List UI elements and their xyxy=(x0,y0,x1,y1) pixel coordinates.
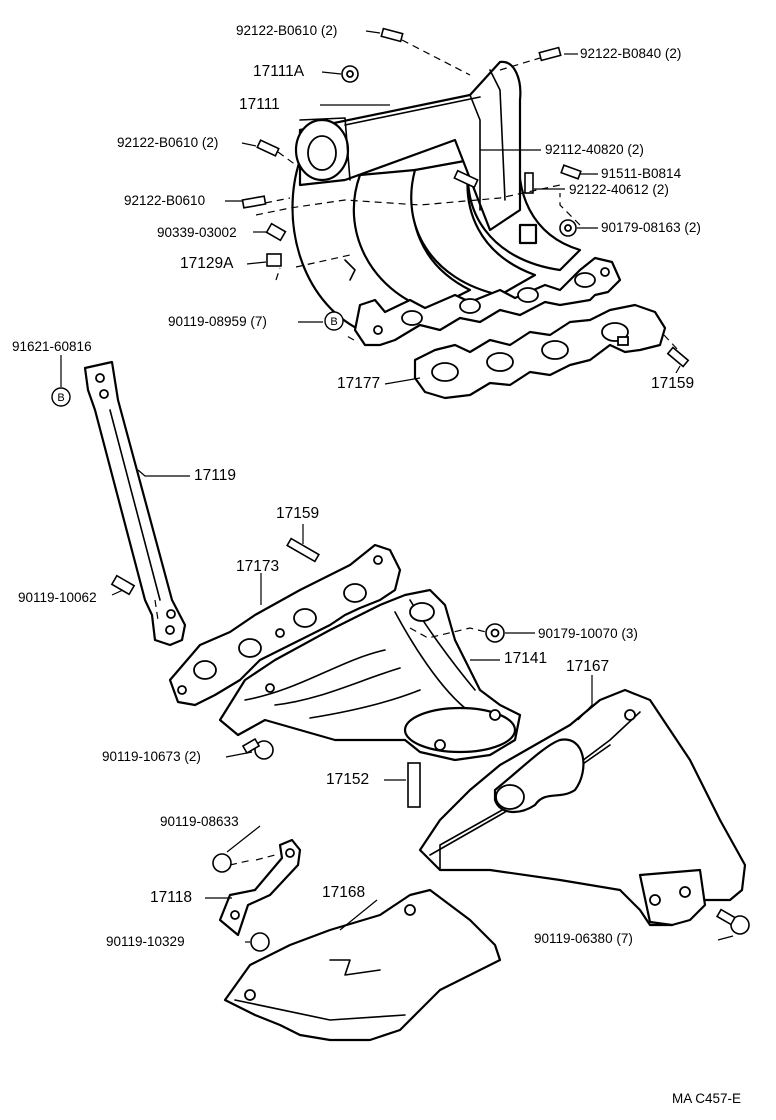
label-92122-b0610-top: 92122-B0610 (2) xyxy=(236,23,338,38)
part-90339-03002 xyxy=(265,222,287,242)
label-17173: 17173 xyxy=(236,558,280,575)
stud-92122-40612 xyxy=(524,172,534,194)
exhaust-gasket-17173 xyxy=(168,543,402,707)
label-90179-10070: 90179-10070 (3) xyxy=(538,626,638,641)
svg-text:B: B xyxy=(57,392,64,404)
bolt-91511-b0814 xyxy=(560,164,582,180)
label-17119: 17119 xyxy=(194,467,236,484)
exhaust-manifold-17141 xyxy=(218,588,522,762)
label-17168: 17168 xyxy=(322,884,366,901)
stud-92122-b0610-single xyxy=(241,195,267,209)
reference-circle-b-right: B xyxy=(324,311,344,331)
bolt-90119-10062 xyxy=(110,574,136,596)
label-90179-08163: 90179-08163 (2) xyxy=(601,220,701,235)
stud-92112-40820 xyxy=(453,169,479,189)
manifold-stay-17119 xyxy=(83,360,187,647)
label-92122-b0610-single: 92122-B0610 xyxy=(124,193,206,208)
stud-92122-b0610-top xyxy=(380,27,404,43)
stud-92122-b0610-mid xyxy=(256,139,280,157)
label-17129a: 17129A xyxy=(180,255,234,272)
label-17111: 17111 xyxy=(239,96,280,113)
nut-17111a xyxy=(341,65,359,83)
label-91511-b0814: 91511-B0814 xyxy=(601,166,682,181)
label-17118: 17118 xyxy=(150,889,192,906)
label-17159-mid: 17159 xyxy=(276,505,320,522)
label-17159-top: 17159 xyxy=(651,375,695,392)
bolt-17129a xyxy=(266,253,282,267)
label-90119-08959: 90119-08959 (7) xyxy=(168,314,267,329)
reference-circle-b-left: B xyxy=(51,387,71,407)
stud-17152 xyxy=(407,762,421,808)
stud-17159-top xyxy=(666,346,690,368)
label-90119-10329: 90119-10329 xyxy=(106,934,185,949)
intake-manifold-17111 xyxy=(291,60,622,347)
bolt-90119-10673 xyxy=(241,737,274,760)
intake-gasket-17177 xyxy=(413,303,667,400)
label-17177: 17177 xyxy=(337,375,381,392)
bolt-90119-08633 xyxy=(212,853,232,873)
label-17111a: 17111A xyxy=(253,63,305,80)
label-90119-06380: 90119-06380 (7) xyxy=(534,931,633,946)
heat-insulator-17167 xyxy=(418,688,747,927)
label-91621-60816: 91621-60816 xyxy=(12,339,92,354)
dashed-lines xyxy=(154,39,679,866)
label-17167: 17167 xyxy=(566,658,610,675)
svg-text:B: B xyxy=(330,316,337,328)
label-92122-b0840: 92122-B0840 (2) xyxy=(580,46,682,61)
stud-92122-b0840 xyxy=(538,46,562,62)
bolt-90119-10329 xyxy=(250,932,270,952)
label-92122-40612: 92122-40612 (2) xyxy=(569,182,669,197)
fasteners xyxy=(110,27,750,952)
nut-90179-08163 xyxy=(559,219,577,237)
label-90339-03002: 90339-03002 xyxy=(157,225,237,240)
stud-17159-mid xyxy=(286,537,320,563)
label-90119-10062: 90119-10062 xyxy=(18,590,97,605)
leader-lines xyxy=(60,30,734,943)
label-17141: 17141 xyxy=(504,650,548,667)
label-92122-b0610-mid: 92122-B0610 (2) xyxy=(117,135,219,150)
figure-code: MA C457-E xyxy=(672,1091,742,1106)
label-90119-08633: 90119-08633 xyxy=(160,814,239,829)
label-17152: 17152 xyxy=(326,771,370,788)
heat-insulator-17168 xyxy=(223,888,502,1042)
label-90119-10673: 90119-10673 (2) xyxy=(102,749,201,764)
label-92112-40820: 92112-40820 (2) xyxy=(545,142,644,157)
nut-90179-10070 xyxy=(485,623,505,643)
bolt-90119-06380 xyxy=(715,908,750,935)
bracket-17118 xyxy=(218,838,302,937)
